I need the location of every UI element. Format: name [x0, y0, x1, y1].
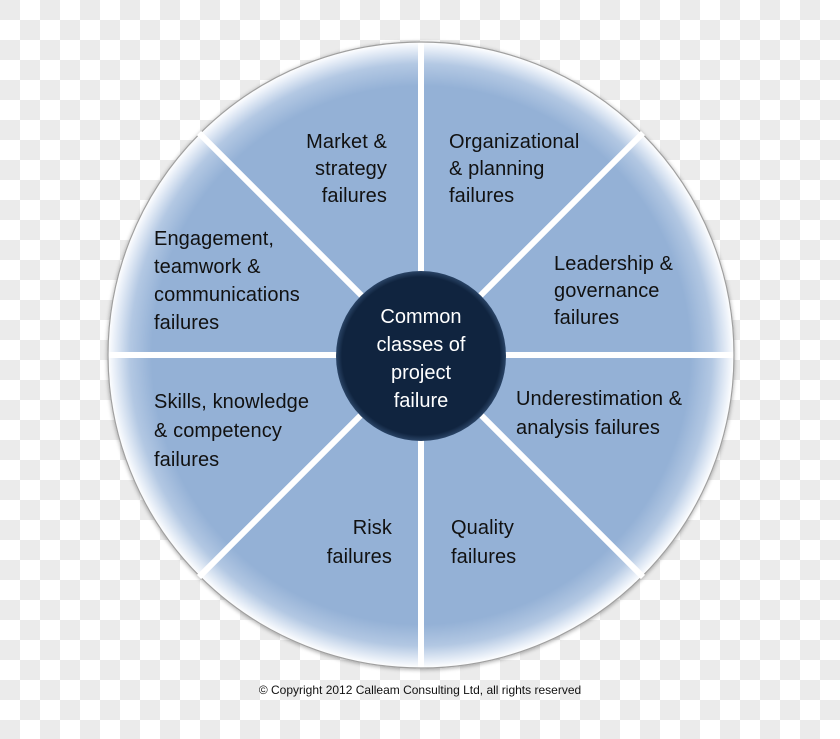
copyright-notice: © Copyright 2012 Calleam Consulting Ltd,…	[258, 683, 582, 697]
segment-risk: Risk failures	[326, 517, 392, 568]
segment-organizational: Organizational & planning failures	[449, 131, 580, 207]
segment-skills: Skills, knowledge & competency failures	[154, 391, 310, 471]
segment-engagement: Engagement, teamwork & communications fa…	[154, 228, 300, 334]
segment-quality: Quality failures	[451, 517, 517, 568]
segment-underestimation: Underestimation & analysis failures	[516, 388, 683, 439]
center-hub-title: Common classes of project failure	[376, 306, 466, 412]
center-hub	[336, 271, 506, 441]
segment-leadership: Leadership & governance failures	[554, 253, 674, 329]
segment-market: Market & strategy failures	[306, 131, 387, 207]
